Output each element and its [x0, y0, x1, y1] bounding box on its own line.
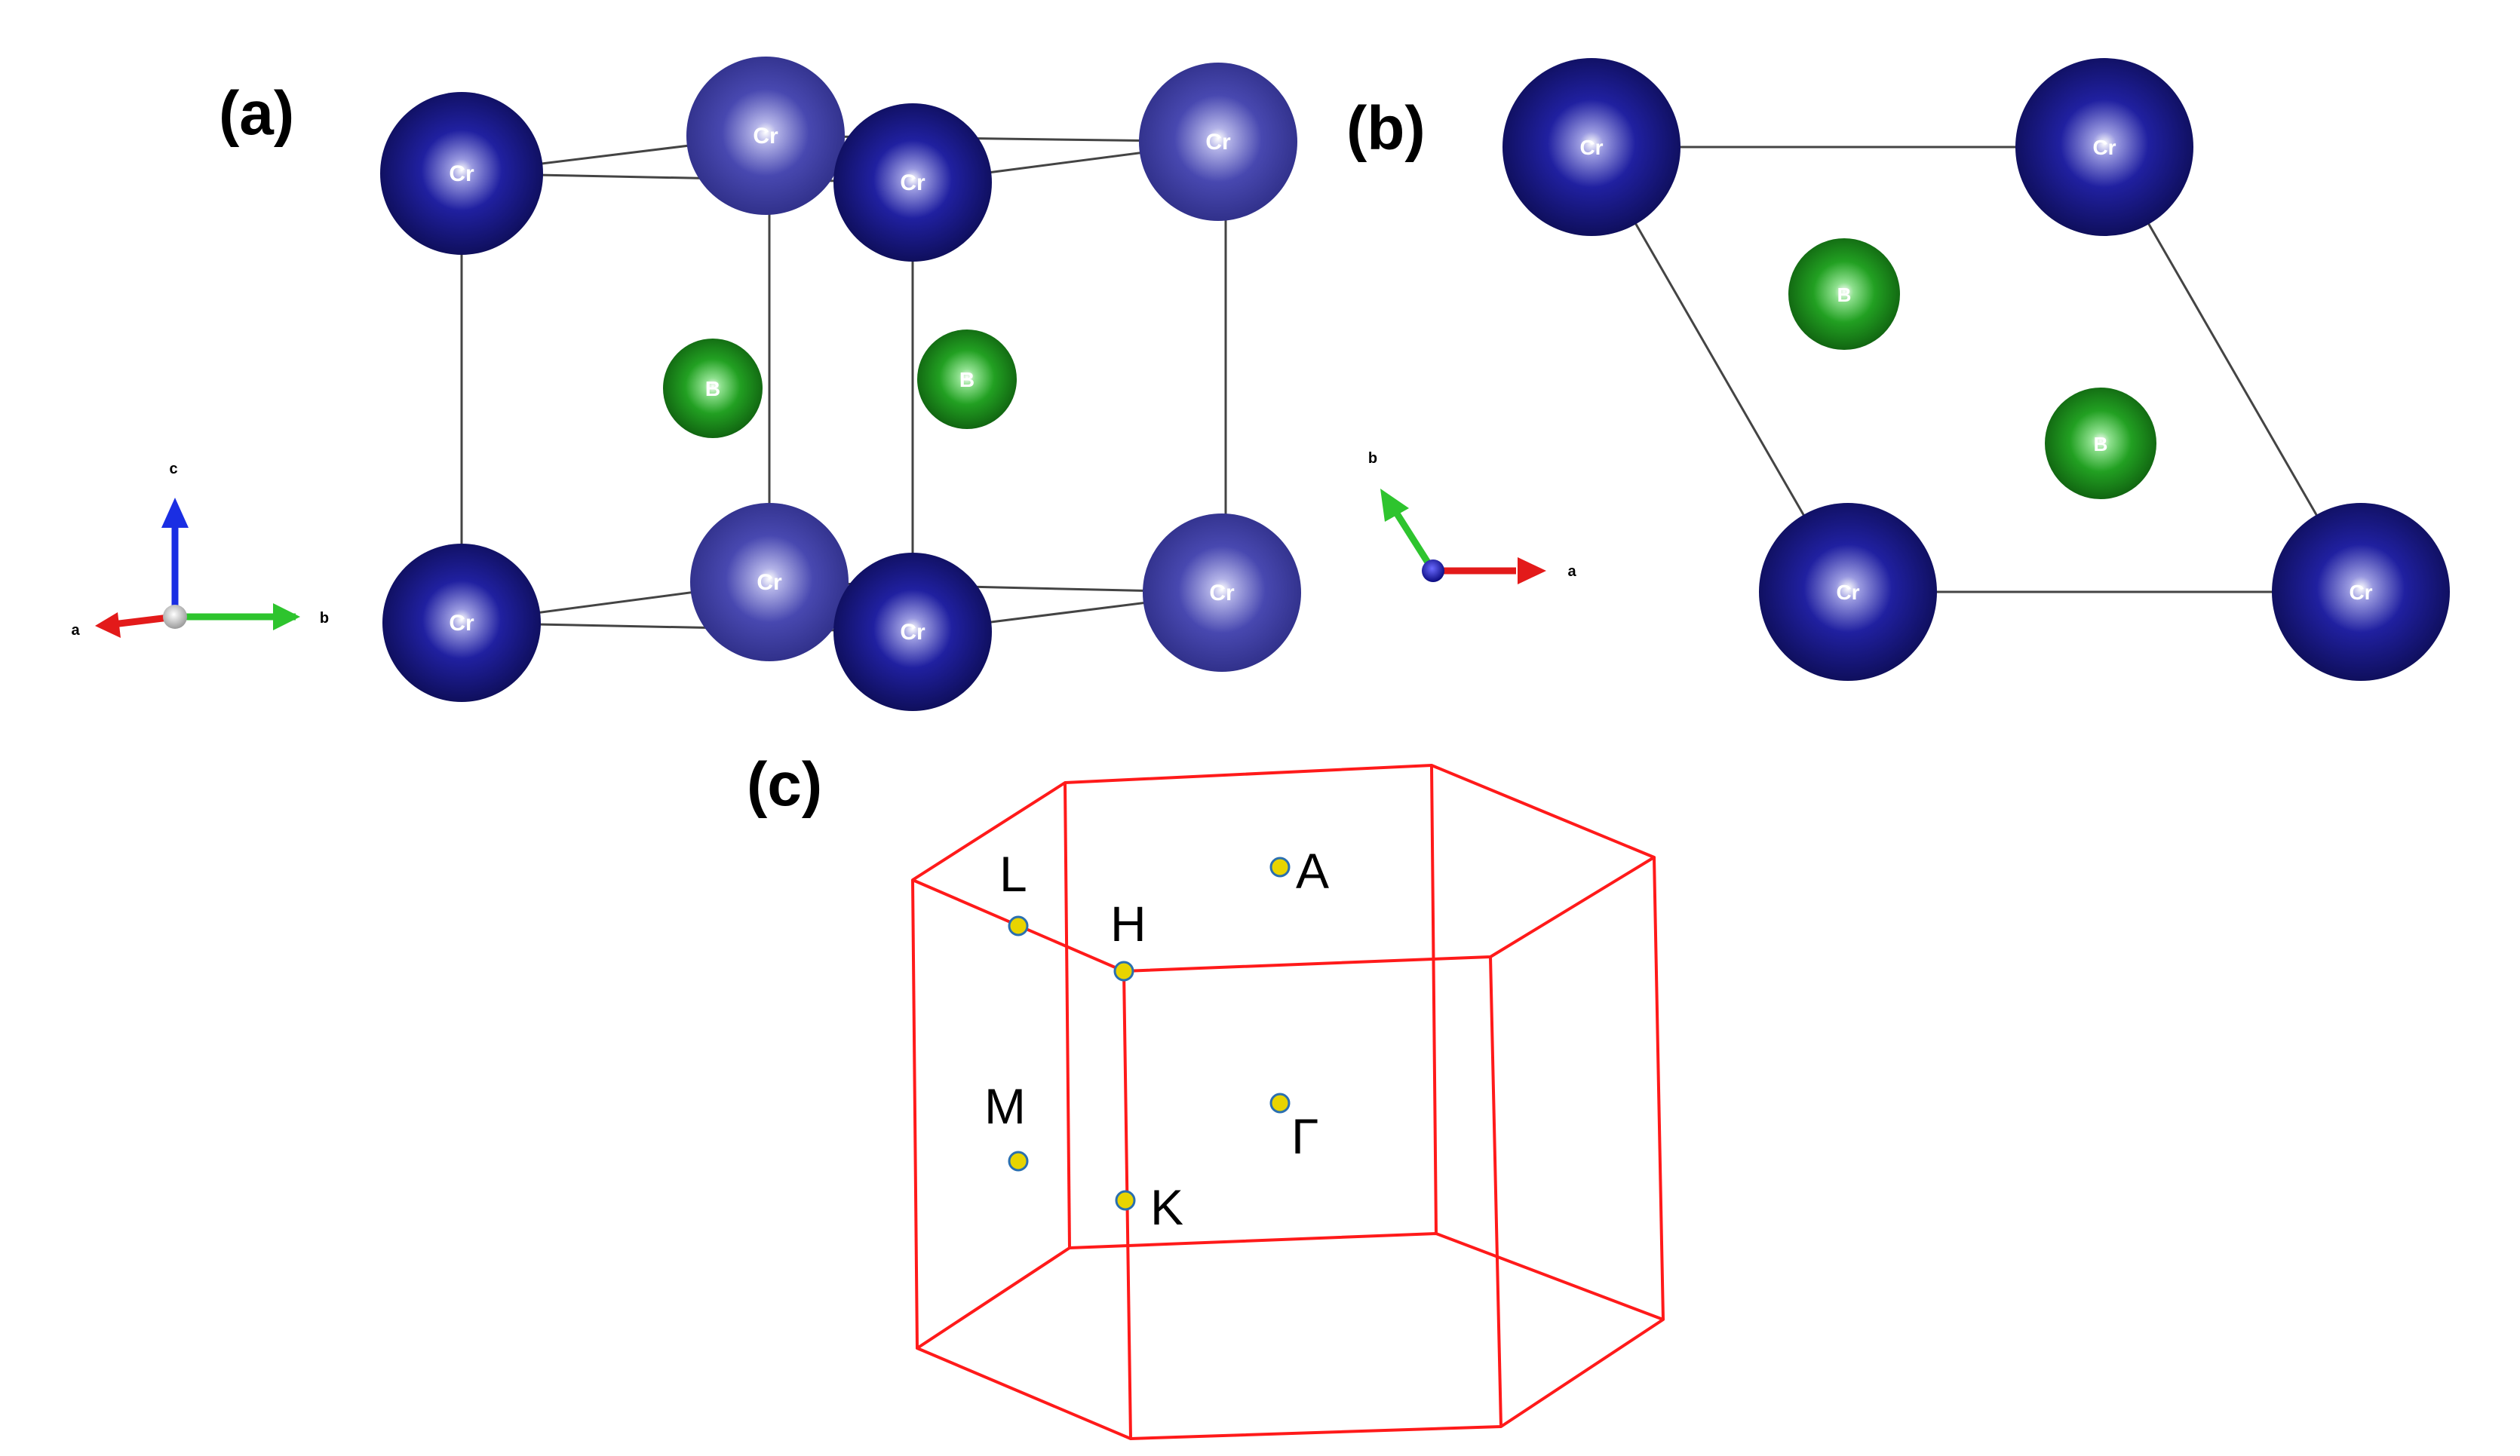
- cr-atom-label: Cr: [449, 611, 474, 636]
- panel-b-cell-edges: [1590, 146, 2362, 593]
- kpoint-H: H: [1110, 896, 1146, 982]
- kpoint-A-label: A: [1296, 843, 1329, 899]
- kpoint-gamma-label: Γ: [1291, 1108, 1318, 1164]
- cr-atom-label: Cr: [753, 124, 778, 149]
- panel-a-cr-back-bottom-right: Cr: [1143, 513, 1301, 672]
- cr-atom-label: Cr: [2349, 581, 2372, 604]
- panel-a-label: (a): [219, 79, 294, 148]
- kpoint-M: M: [984, 1078, 1029, 1172]
- panel-b: (b) B B Cr Cr Cr Cr: [1346, 58, 2450, 681]
- panel-b-cr-bottom-left: Cr: [1759, 503, 1937, 681]
- panel-a-cr-front-bottom-left: Cr: [382, 544, 541, 702]
- panel-a-cr-back-bottom-left: Cr: [690, 503, 849, 661]
- cr-atom-label: Cr: [1579, 136, 1603, 159]
- axis-a-label: a: [71, 622, 80, 639]
- cr-atom-label: Cr: [1205, 130, 1231, 155]
- b-atom-label: B: [1837, 284, 1852, 306]
- panel-a-cr-back-top-left: Cr: [686, 57, 845, 215]
- panel-a-b-atom-2: B: [917, 330, 1017, 429]
- cr-atom-label: Cr: [1836, 581, 1859, 604]
- panel-b-b-atom-1: B: [1788, 238, 1900, 350]
- panel-a-b-atom-1: B: [663, 339, 763, 438]
- axis-b-label: b: [1368, 450, 1377, 467]
- panel-b-axis-triad: b a: [1368, 450, 1576, 584]
- panel-a-cr-front-bottom-right: Cr: [833, 553, 992, 711]
- b-atom-label: B: [2094, 433, 2108, 455]
- cr-atom-label: Cr: [2092, 136, 2116, 159]
- kpoint-M-label: M: [984, 1078, 1026, 1134]
- kpoint-K-label: K: [1150, 1179, 1183, 1235]
- cr-atom-label: Cr: [1209, 581, 1235, 605]
- cr-atom-label: Cr: [900, 620, 925, 645]
- panel-b-cr-top-left: Cr: [1502, 58, 1681, 236]
- panel-c: (c) L H A M: [747, 750, 1665, 1440]
- b-atom-label: B: [705, 377, 720, 400]
- panel-b-cr-top-right: Cr: [2015, 58, 2193, 236]
- kpoint-L-label: L: [999, 846, 1027, 902]
- cr-atom-label: Cr: [900, 170, 925, 195]
- b-atom-label: B: [959, 368, 975, 391]
- panel-a-axis-triad: c b a: [71, 461, 329, 639]
- axis-c-label: c: [169, 461, 177, 477]
- cr-atom-label: Cr: [449, 161, 474, 186]
- axis-b-label: b: [320, 610, 329, 627]
- panel-b-cr-bottom-right: Cr: [2272, 503, 2450, 681]
- panel-a-cr-front-top-left: Cr: [380, 92, 543, 255]
- kpoint-H-label: H: [1110, 896, 1146, 952]
- panel-a-cr-front-top-right: Cr: [833, 103, 992, 262]
- kpoint-gamma: Γ: [1269, 1093, 1318, 1164]
- panel-b-b-atom-2: B: [2045, 388, 2156, 499]
- panel-a-cr-back-top-right: Cr: [1139, 63, 1297, 221]
- cr-atom-label: Cr: [757, 570, 782, 595]
- axis-a-label: a: [1567, 563, 1576, 580]
- kpoint-K: K: [1115, 1179, 1183, 1235]
- kpoint-L: L: [999, 846, 1029, 936]
- panel-c-label: (c): [747, 750, 822, 819]
- panel-a: (a) B B Cr: [71, 57, 1301, 711]
- kpoint-A: A: [1269, 843, 1329, 899]
- panel-b-label: (b): [1346, 94, 1426, 163]
